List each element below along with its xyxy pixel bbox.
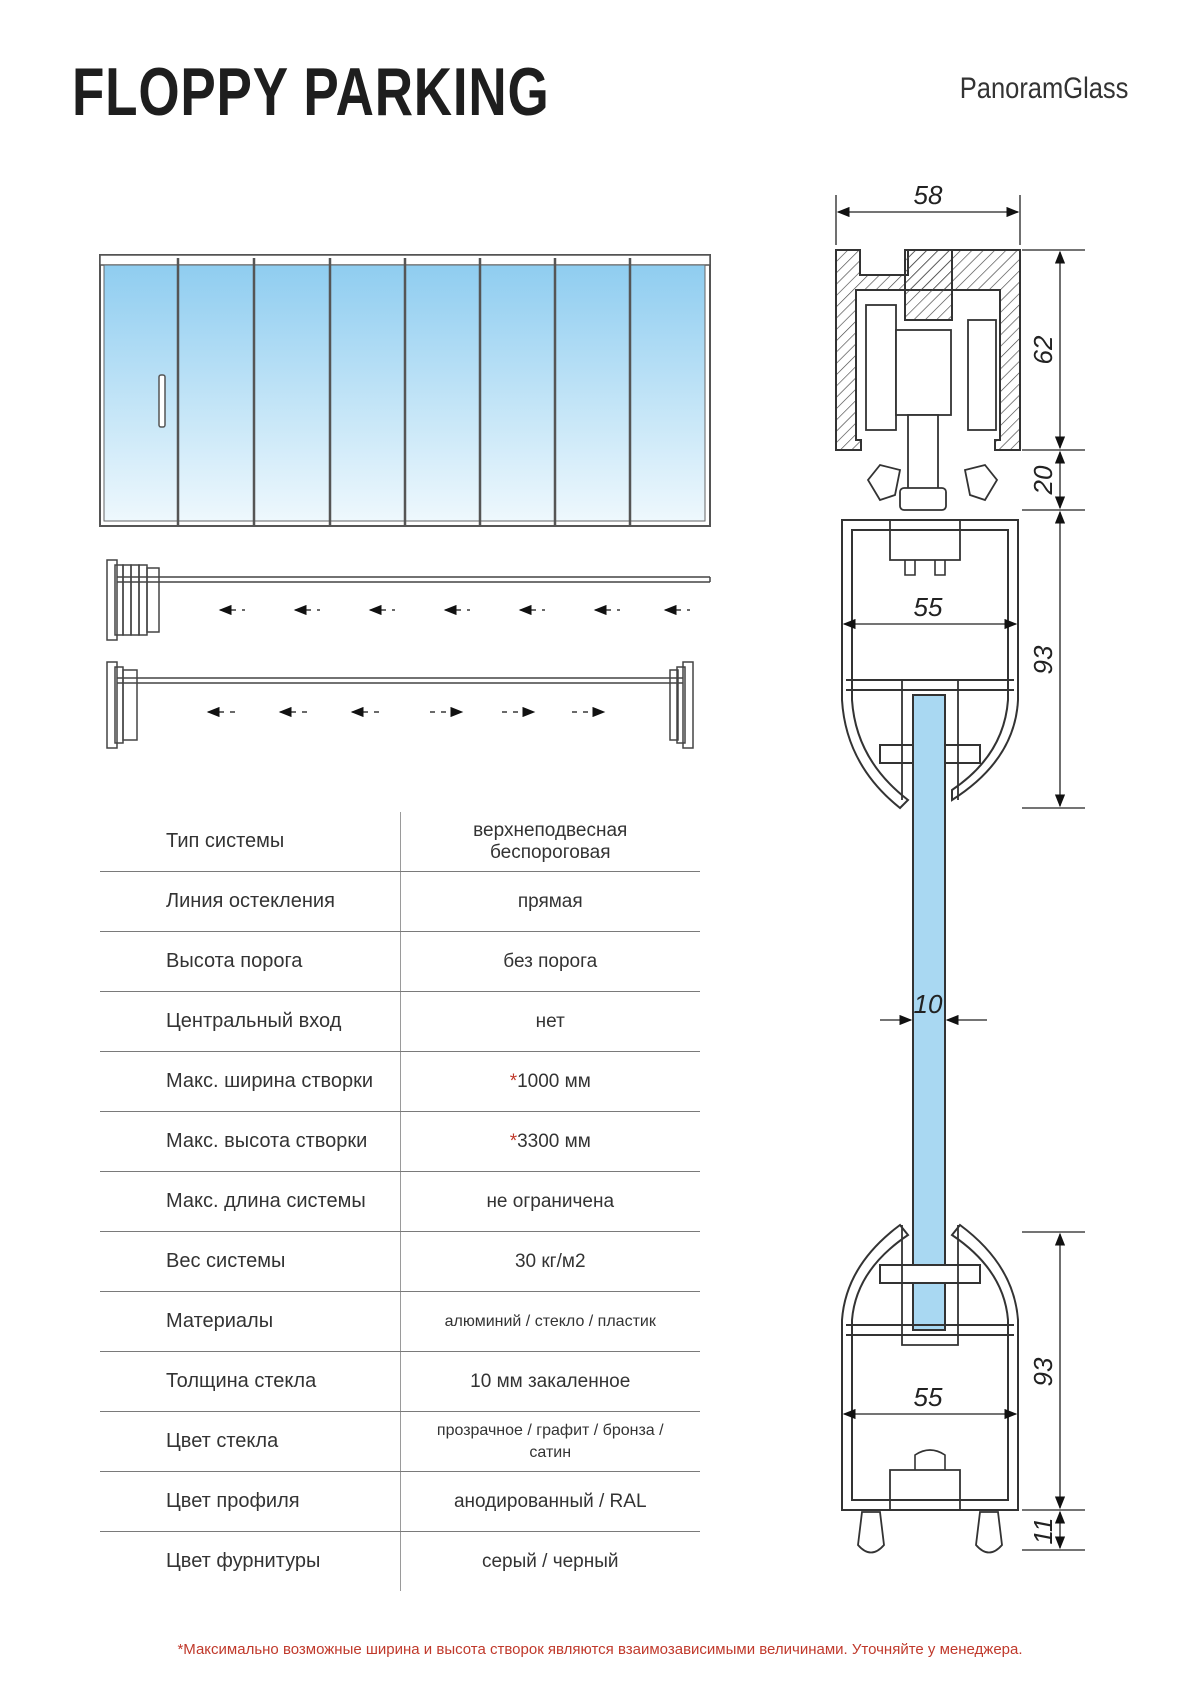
dim-top-height: 62 — [1028, 335, 1058, 364]
carriage — [865, 304, 999, 511]
table-row: Линия остекления прямая — [100, 871, 700, 932]
table-row: Вес системы 30 кг/м2 — [100, 1231, 700, 1292]
dim-profile-height-bottom: 93 — [1028, 1357, 1058, 1386]
table-row: Макс. длина системы не ограничена — [100, 1171, 700, 1232]
spec-key: Цвет стекла — [100, 1411, 401, 1472]
table-row: Высота порога без порога — [100, 931, 700, 992]
spec-value: прозрачное / графит / бронза / сатин — [400, 1411, 700, 1472]
table-row: Толщина стекла 10 мм закаленное — [100, 1351, 700, 1412]
table-row: Центральный вход нет — [100, 991, 700, 1052]
spec-value: 10 мм закаленное — [400, 1351, 700, 1412]
plan-view-parked — [106, 559, 711, 641]
lower-leaf-profile — [841, 1223, 1019, 1511]
spec-value: алюминий / стекло / пластик — [400, 1291, 700, 1352]
spec-value: верхнеподвесная беспороговая — [400, 812, 700, 872]
table-row: Цвет стекла прозрачное / графит / бронза… — [100, 1411, 700, 1472]
table-row: Макс. высота створки *3300 мм — [100, 1111, 700, 1172]
dim-carriage-height: 20 — [1028, 465, 1058, 495]
spec-value-cell: *3300 мм — [400, 1111, 700, 1172]
brand-logo: PanoramGlass — [959, 72, 1128, 105]
front-elevation — [99, 254, 711, 527]
spec-table: Тип системы верхнеподвесная беспороговая… — [100, 812, 700, 1591]
dim-profile-width-bottom: 55 — [914, 1382, 943, 1412]
dim-glass-thickness: 10 — [914, 989, 943, 1019]
spec-value: не ограничена — [400, 1171, 700, 1232]
top-track — [835, 249, 1021, 451]
spec-key: Центральный вход — [100, 991, 401, 1052]
spec-key: Цвет фурнитуры — [100, 1531, 401, 1591]
asterisk: * — [509, 1130, 518, 1152]
spec-key: Линия остекления — [100, 871, 401, 932]
spec-value: нет — [400, 991, 700, 1052]
asterisk: * — [509, 1070, 518, 1092]
cross-section: 58 62 20 55 93 10 93 55 11 — [835, 180, 1085, 1554]
spec-key: Тип системы — [100, 812, 401, 872]
dimension-lines — [835, 195, 1085, 1551]
plan-view-split — [106, 661, 694, 749]
glass-panel — [912, 694, 946, 1331]
dim-profile-height-top: 93 — [1028, 645, 1058, 674]
spec-key: Высота порога — [100, 931, 401, 992]
spec-key: Макс. длина системы — [100, 1171, 401, 1232]
dim-top-width: 58 — [914, 180, 943, 210]
dim-bottom-height: 11 — [1028, 1518, 1058, 1545]
table-row: Тип системы верхнеподвесная беспороговая — [100, 812, 700, 872]
table-row: Цвет фурнитуры серый / черный — [100, 1531, 700, 1591]
spec-value: без порога — [400, 931, 700, 992]
table-row: Материалы алюминий / стекло / пластик — [100, 1291, 700, 1352]
dimension-labels: 58 62 20 55 93 10 93 55 11 — [914, 180, 1058, 1545]
spec-value-cell: *1000 мм — [400, 1051, 700, 1112]
spec-key: Толщина стекла — [100, 1351, 401, 1412]
spec-key: Макс. высота створки — [100, 1111, 401, 1172]
spec-key: Вес системы — [100, 1231, 401, 1292]
spec-key: Цвет профиля — [100, 1471, 401, 1532]
table-row: Цвет профиля анодированный / RAL — [100, 1471, 700, 1532]
table-row: Макс. ширина створки *1000 мм — [100, 1051, 700, 1112]
bottom-guides — [857, 1511, 1003, 1554]
spec-key: Макс. ширина створки — [100, 1051, 401, 1112]
spec-value: прямая — [400, 871, 700, 932]
page-title: FLOPPY PARKING — [72, 54, 550, 130]
door-handle — [158, 374, 166, 428]
spec-key: Материалы — [100, 1291, 401, 1352]
spec-value: 1000 мм — [517, 1070, 591, 1092]
dim-profile-width-top: 55 — [914, 592, 943, 622]
spec-value: 3300 мм — [517, 1130, 591, 1152]
spec-value: 30 кг/м2 — [400, 1231, 700, 1292]
spec-value: серый / черный — [481, 1550, 619, 1572]
spec-value: анодированный / RAL — [400, 1471, 700, 1532]
footnote: *Максимально возможные ширина и высота с… — [177, 1641, 1023, 1658]
